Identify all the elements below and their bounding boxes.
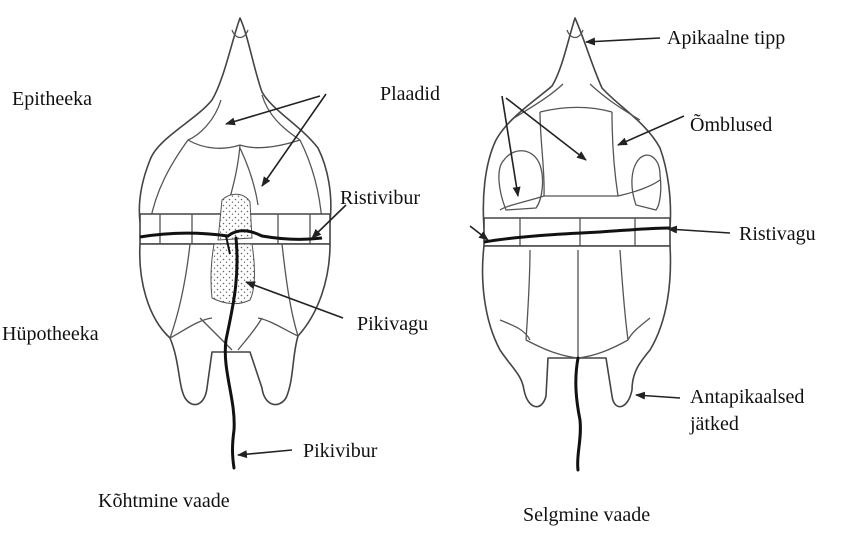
label-apikaalne-tipp: Apikaalne tipp [667, 27, 785, 49]
label-jatked: jätked [689, 413, 739, 435]
label-pikivibur: Pikivibur [303, 440, 378, 462]
ventral-sulcus-lower [211, 244, 255, 304]
label-antapikaalsed: Antapikaalsed [690, 386, 804, 408]
label-ristivibur: Ristivibur [340, 187, 420, 209]
ventral-cell [139, 18, 331, 468]
dorsal-flagellum [576, 358, 581, 470]
ventral-epitheca [139, 18, 331, 222]
caption-dorsal-view: Selgmine vaade [523, 504, 650, 526]
labels: Epitheeka Plaadid Ristivibur Pikivagu Hü… [2, 27, 816, 462]
arrow-ristivagu [668, 229, 730, 233]
caption-ventral-view: Kõhtmine vaade [98, 490, 230, 512]
arrow-antapikaalsed [636, 395, 680, 398]
label-plaadid: Plaadid [380, 83, 440, 105]
label-ristivagu: Ristivagu [739, 223, 816, 245]
arrow-pikivibur [238, 450, 292, 455]
arrow-apikaalne-tipp [586, 38, 660, 42]
label-omblused: Õmblused [690, 112, 772, 136]
label-epitheeka: Epitheeka [12, 88, 92, 110]
label-pikivagu: Pikivagu [357, 313, 428, 335]
label-hupotheeka: Hüpotheeka [2, 323, 99, 345]
dorsal-cell [483, 18, 671, 470]
captions: Kõhtmine vaade Selgmine vaade [98, 490, 650, 526]
